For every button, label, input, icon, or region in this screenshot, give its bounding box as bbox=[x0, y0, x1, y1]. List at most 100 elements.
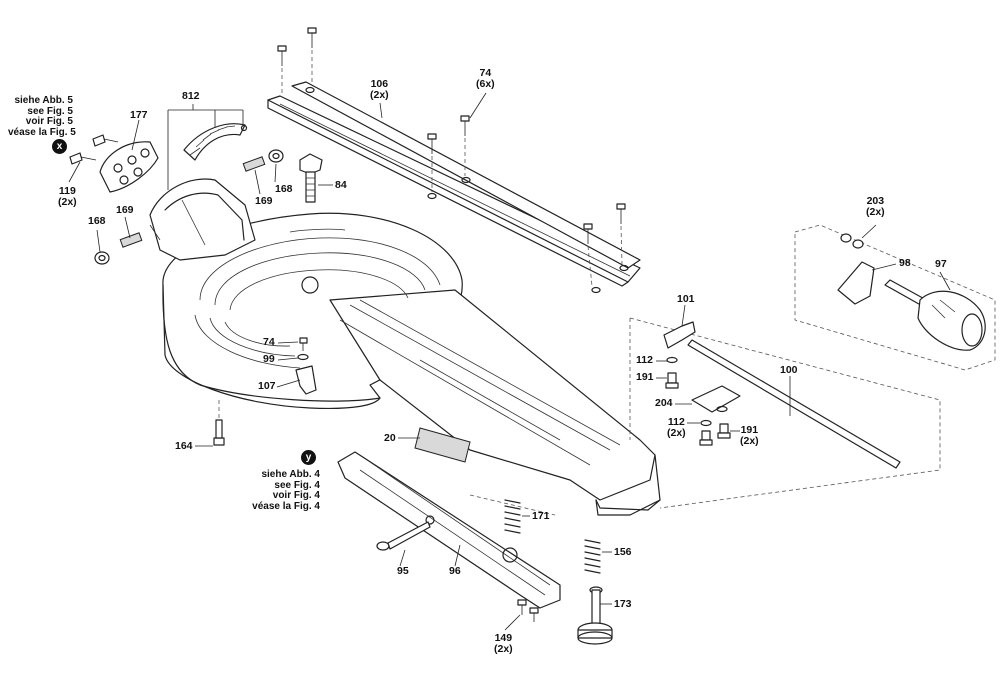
label-173: 173 bbox=[614, 599, 632, 610]
label-149-text: 149 bbox=[494, 632, 513, 644]
label-168-left-text: 168 bbox=[88, 215, 106, 227]
label-95-text: 95 bbox=[397, 565, 409, 577]
label-74-turntable-text: 74 bbox=[263, 336, 275, 348]
rail-screws-74 bbox=[277, 27, 626, 287]
reference-fig4-fr: voir Fig. 4 bbox=[272, 490, 320, 501]
label-112-top-text: 112 bbox=[636, 354, 653, 366]
label-149: 149(2x) bbox=[494, 633, 513, 655]
label-101-text: 101 bbox=[677, 293, 695, 305]
label-191-top-text: 191 bbox=[636, 371, 654, 383]
label-164: 164 bbox=[175, 441, 193, 452]
screws-149 bbox=[517, 599, 539, 622]
reference-fig4-es: véase la Fig. 4 bbox=[252, 500, 320, 512]
label-168-left: 168 bbox=[88, 216, 106, 227]
label-191-top: 191 bbox=[636, 372, 654, 383]
label-156: 156 bbox=[614, 547, 632, 558]
label-100-text: 100 bbox=[780, 364, 798, 376]
label-112-bottom: 112(2x) bbox=[667, 417, 686, 439]
reference-fig5-fr: voir Fig. 5 bbox=[25, 116, 73, 127]
reference-fig5-es: véase la Fig. 5 bbox=[8, 126, 76, 138]
bracket-204 bbox=[691, 385, 741, 413]
label-74-rail: 74(6x) bbox=[476, 68, 495, 90]
reference-fig4-en: see Fig. 4 bbox=[274, 479, 320, 491]
handle-assembly-outline bbox=[794, 224, 996, 371]
bracket-98 bbox=[837, 261, 875, 305]
reference-fig5-en: see Fig. 5 bbox=[27, 105, 73, 117]
support-bracket-96 bbox=[337, 451, 561, 609]
label-169-left-text: 169 bbox=[116, 204, 134, 216]
label-169-right-text: 169 bbox=[255, 195, 273, 207]
label-204: 204 bbox=[655, 398, 673, 409]
label-173-text: 173 bbox=[614, 598, 632, 610]
marker-y: y bbox=[301, 450, 316, 465]
label-203-text: 203 bbox=[866, 195, 885, 207]
label-99-text: 99 bbox=[263, 353, 275, 365]
leader-lines bbox=[68, 92, 951, 631]
label-168-right-text: 168 bbox=[275, 183, 293, 195]
label-177: 177 bbox=[130, 110, 148, 121]
pin-95 bbox=[376, 521, 431, 551]
label-119: 119(2x) bbox=[58, 186, 77, 208]
label-20 bbox=[414, 427, 471, 463]
nuts-203 bbox=[840, 233, 864, 249]
angle-plate-177 bbox=[99, 141, 159, 193]
reference-fig4: siehe Abb. 4 see Fig. 4 voir Fig. 4 véas… bbox=[248, 469, 320, 512]
spring-156 bbox=[584, 539, 601, 574]
saw-base bbox=[149, 178, 661, 516]
label-812-text: 812 bbox=[182, 90, 200, 102]
nuts-168 bbox=[94, 149, 284, 265]
label-203: 203(2x) bbox=[866, 196, 885, 218]
rod-assembly-outline bbox=[629, 317, 941, 509]
label-101: 101 bbox=[677, 294, 695, 305]
label-112-bottom-qty: (2x) bbox=[667, 427, 686, 439]
label-74-turntable: 74 bbox=[263, 337, 275, 348]
label-191-bottom-qty: (2x) bbox=[740, 435, 759, 447]
label-97-text: 97 bbox=[935, 258, 947, 270]
screws-119 bbox=[69, 134, 119, 165]
label-177-text: 177 bbox=[130, 109, 148, 121]
label-106: 106(2x) bbox=[370, 79, 389, 101]
label-168-right: 168 bbox=[275, 184, 293, 195]
label-191-bottom: 191(2x) bbox=[740, 425, 759, 447]
label-99: 99 bbox=[263, 354, 275, 365]
handle-97 bbox=[884, 279, 986, 351]
label-84: 84 bbox=[335, 180, 347, 191]
label-107: 107 bbox=[258, 381, 276, 392]
label-96: 96 bbox=[449, 566, 461, 577]
label-74-rail-text: 74 bbox=[479, 67, 492, 79]
rod-100 bbox=[687, 339, 901, 469]
scale-812 bbox=[183, 123, 248, 161]
marker-y-text: y bbox=[305, 452, 312, 463]
label-812: 812 bbox=[182, 91, 200, 102]
label-169-left: 169 bbox=[116, 205, 134, 216]
label-96-text: 96 bbox=[449, 565, 461, 577]
washers-112 bbox=[666, 356, 728, 427]
label-98-text: 98 bbox=[899, 257, 911, 269]
label-107-text: 107 bbox=[258, 380, 276, 392]
reference-fig5: siehe Abb. 5 see Fig. 5 voir Fig. 5 véas… bbox=[8, 95, 76, 138]
label-191-bottom-text: 191 bbox=[740, 424, 759, 436]
label-20-text: 20 bbox=[384, 432, 396, 444]
label-171-text: 171 bbox=[532, 510, 550, 522]
label-106-text: 106 bbox=[370, 78, 389, 90]
label-119-text: 119 bbox=[58, 185, 76, 197]
marker-x: x bbox=[52, 139, 67, 154]
bolt-84 bbox=[299, 153, 323, 203]
spring-171 bbox=[504, 499, 521, 534]
adjusting-screw-173 bbox=[577, 586, 613, 645]
label-97: 97 bbox=[935, 259, 947, 270]
label-106-qty: (2x) bbox=[370, 89, 389, 101]
label-20: 20 bbox=[384, 433, 396, 444]
label-156-text: 156 bbox=[614, 546, 632, 558]
label-95: 95 bbox=[397, 566, 409, 577]
label-149-qty: (2x) bbox=[494, 643, 513, 655]
screw-164 bbox=[213, 398, 225, 446]
screws-191 bbox=[665, 372, 731, 446]
label-169-right: 169 bbox=[255, 196, 273, 207]
label-74-rail-qty: (6x) bbox=[476, 78, 495, 90]
reference-fig5-de: siehe Abb. 5 bbox=[14, 95, 73, 106]
label-98: 98 bbox=[899, 258, 911, 269]
label-100: 100 bbox=[780, 365, 798, 376]
